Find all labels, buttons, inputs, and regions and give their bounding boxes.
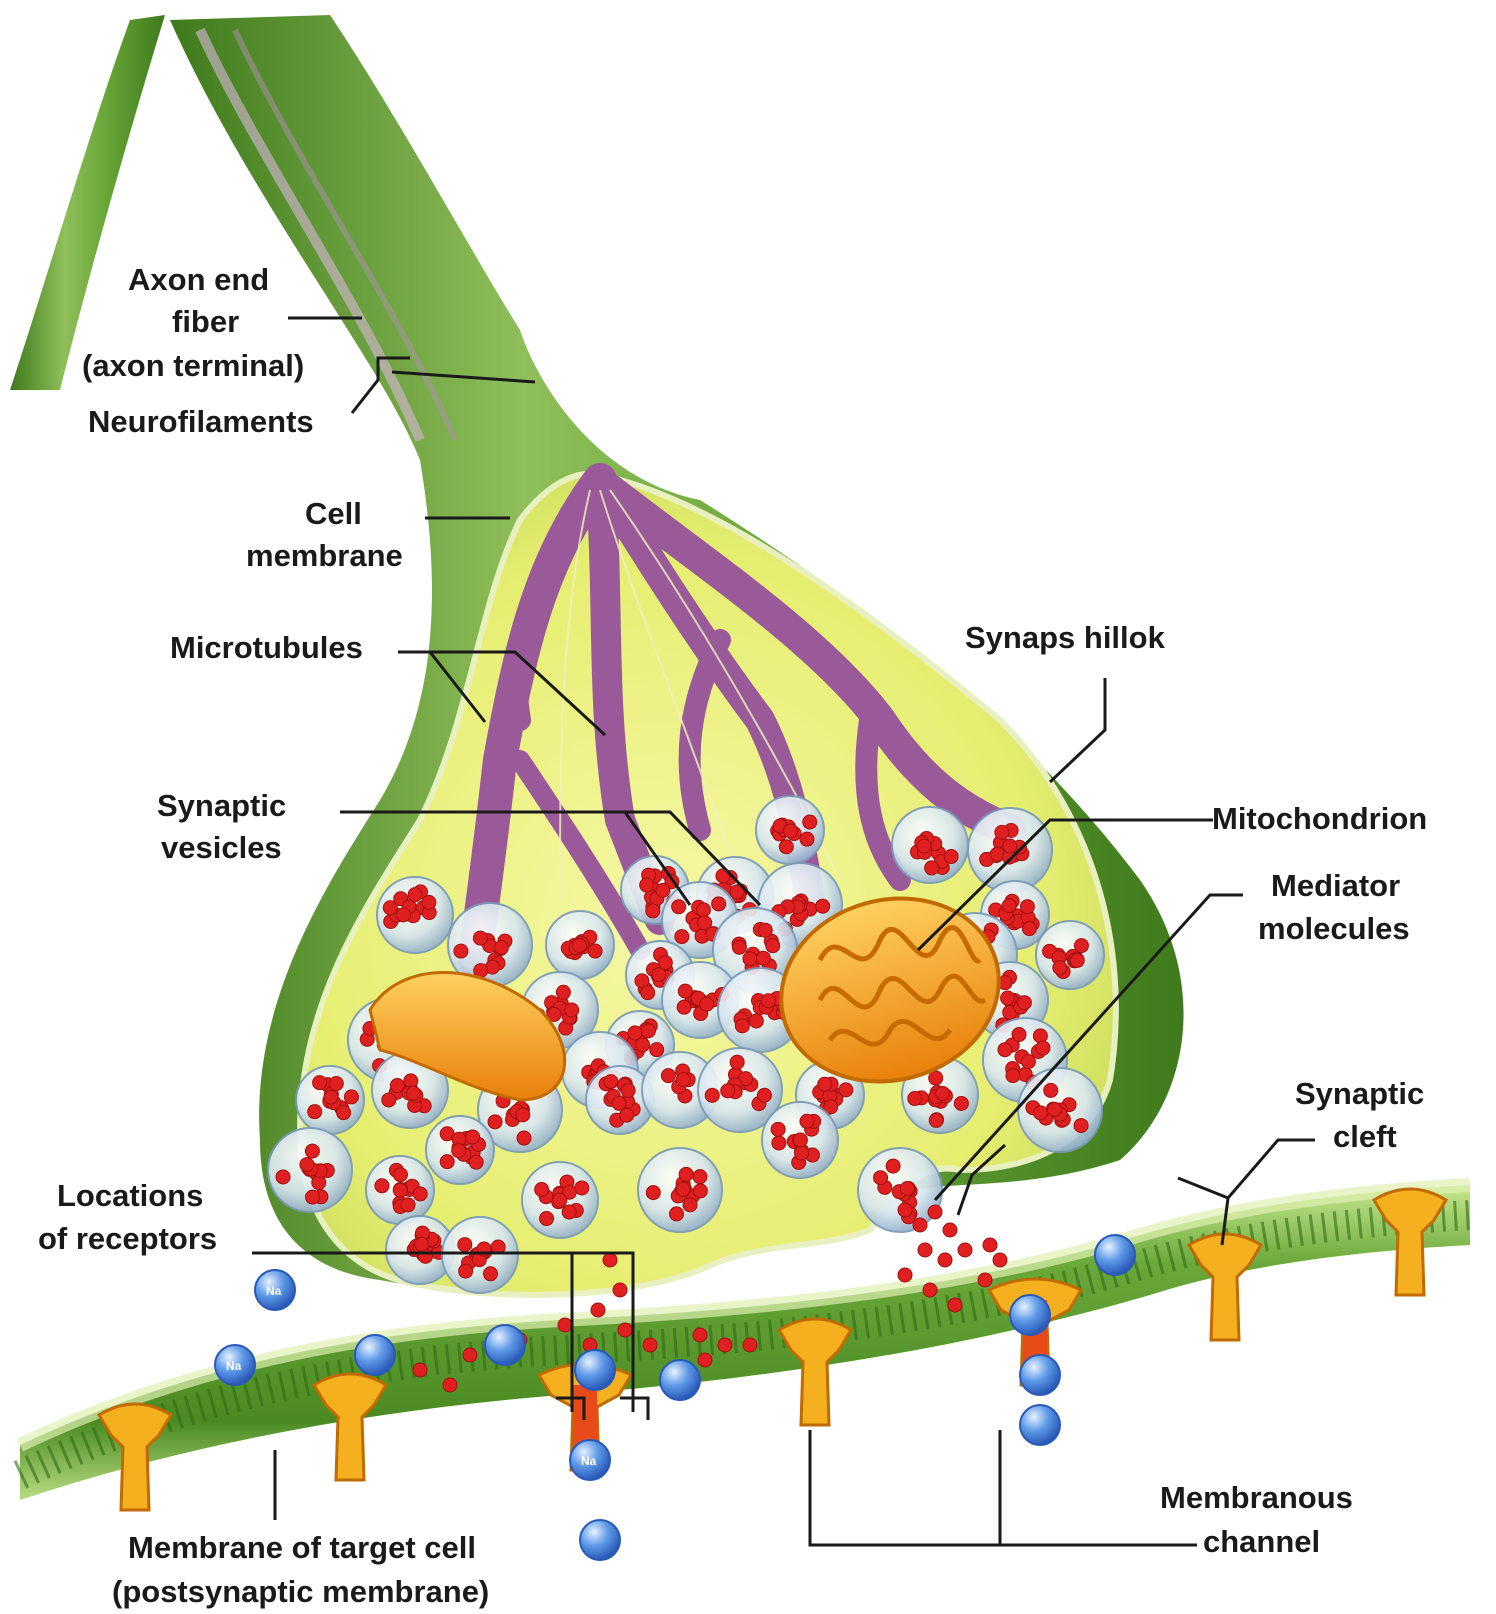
synaptic-vesicle: [1036, 921, 1104, 989]
mediator-molecule: [928, 1205, 942, 1219]
mediator-molecule: [698, 1353, 712, 1367]
synaptic-vesicle: [296, 1066, 364, 1134]
mediator-molecule: [898, 1203, 912, 1217]
label-mitochondrion: Mitochondrion: [1212, 801, 1427, 836]
sodium-ion: Na: [255, 1270, 295, 1310]
label-neurofilaments: Neurofilaments: [88, 404, 314, 439]
sodium-ion-label: Na: [581, 1454, 597, 1468]
sodium-ion-label: Na: [226, 1359, 242, 1373]
mediator-molecule: [938, 1253, 952, 1267]
label-cell-membrane-1: Cell: [305, 496, 362, 531]
synaptic-vesicle: [762, 1102, 838, 1178]
label-locations-of-receptors-2: of receptors: [38, 1221, 217, 1256]
label-synaptic-vesicles-1: Synaptic: [157, 788, 286, 823]
sodium-ion: [580, 1520, 620, 1560]
synaptic-vesicle: [546, 911, 614, 979]
sodium-ion: [1095, 1235, 1135, 1275]
sodium-ion: [355, 1335, 395, 1375]
sodium-ion: [1020, 1355, 1060, 1395]
synaptic-vesicle: [638, 1148, 722, 1232]
label-synaptic-cleft-1: Synaptic: [1295, 1076, 1424, 1111]
mediator-molecule: [948, 1298, 962, 1312]
mediator-molecule: [413, 1363, 427, 1377]
mediator-molecule: [918, 1243, 932, 1257]
mediator-molecule: [693, 1328, 707, 1342]
mediator-molecule: [718, 1338, 732, 1352]
synaptic-vesicle: [522, 1162, 598, 1238]
receptor: [1189, 1234, 1261, 1340]
synaptic-vesicle: [366, 1156, 434, 1224]
synaptic-vesicle: [268, 1128, 352, 1212]
mediator-molecule: [913, 1218, 927, 1232]
label-cell-membrane-2: membrane: [246, 538, 403, 573]
mediator-molecule: [958, 1243, 972, 1257]
label-axon-end-fiber-2: fiber: [172, 304, 239, 339]
sodium-ion: [660, 1360, 700, 1400]
synaptic-vesicle: [377, 877, 453, 953]
mediator-molecule: [463, 1348, 477, 1362]
synaptic-vesicle: [968, 808, 1052, 892]
label-synaptic-cleft-2: cleft: [1333, 1119, 1397, 1154]
mediator-molecule: [983, 1238, 997, 1252]
synaptic-vesicle: [892, 807, 968, 883]
mediator-molecule: [993, 1253, 1007, 1267]
sodium-ion-label: Na: [266, 1284, 282, 1298]
label-membrane-of-target-cell-2: (postsynaptic membrane): [112, 1574, 489, 1609]
synaptic-vesicle: [858, 1148, 942, 1232]
mediator-molecule: [743, 1338, 757, 1352]
mediator-molecule: [618, 1323, 632, 1337]
receptor: [779, 1319, 851, 1425]
sodium-ion: [575, 1350, 615, 1390]
synaptic-vesicle: [442, 1217, 518, 1293]
mediator-molecule: [943, 1223, 957, 1237]
label-microtubules: Microtubules: [170, 630, 363, 665]
synaptic-vesicle: [1018, 1068, 1102, 1152]
mediator-molecule: [558, 1318, 572, 1332]
label-axon-end-fiber-1: Axon end: [128, 262, 269, 297]
synaptic-vesicle: [426, 1116, 494, 1184]
mediator-molecule: [603, 1253, 617, 1267]
sodium-ion: Na: [570, 1440, 610, 1480]
sodium-ion: [485, 1325, 525, 1365]
label-mediator-molecules-1: Mediator: [1271, 868, 1400, 903]
label-synaptic-vesicles-2: vesicles: [161, 830, 282, 865]
mediator-molecule: [898, 1268, 912, 1282]
label-locations-of-receptors-1: Locations: [57, 1178, 203, 1213]
label-membranous-channel-2: channel: [1203, 1524, 1320, 1559]
mediator-molecule: [978, 1273, 992, 1287]
mediator-molecule: [443, 1378, 457, 1392]
mediator-molecule: [613, 1283, 627, 1297]
label-synaptic-hillock: Synaps hillok: [965, 620, 1166, 655]
label-membranous-channel-1: Membranous: [1160, 1480, 1353, 1515]
sodium-ion: [1010, 1295, 1050, 1335]
mediator-molecule: [643, 1338, 657, 1352]
label-axon-end-fiber-3: (axon terminal): [82, 348, 304, 383]
receptor: [314, 1374, 386, 1480]
label-mediator-molecules-2: molecules: [1258, 911, 1410, 946]
label-membrane-of-target-cell-1: Membrane of target cell: [128, 1530, 476, 1565]
mediator-molecule: [591, 1303, 605, 1317]
sodium-ion: [1020, 1405, 1060, 1445]
synaptic-vesicle: [756, 796, 824, 864]
mediator-molecule: [923, 1283, 937, 1297]
sodium-ion: Na: [215, 1345, 255, 1385]
